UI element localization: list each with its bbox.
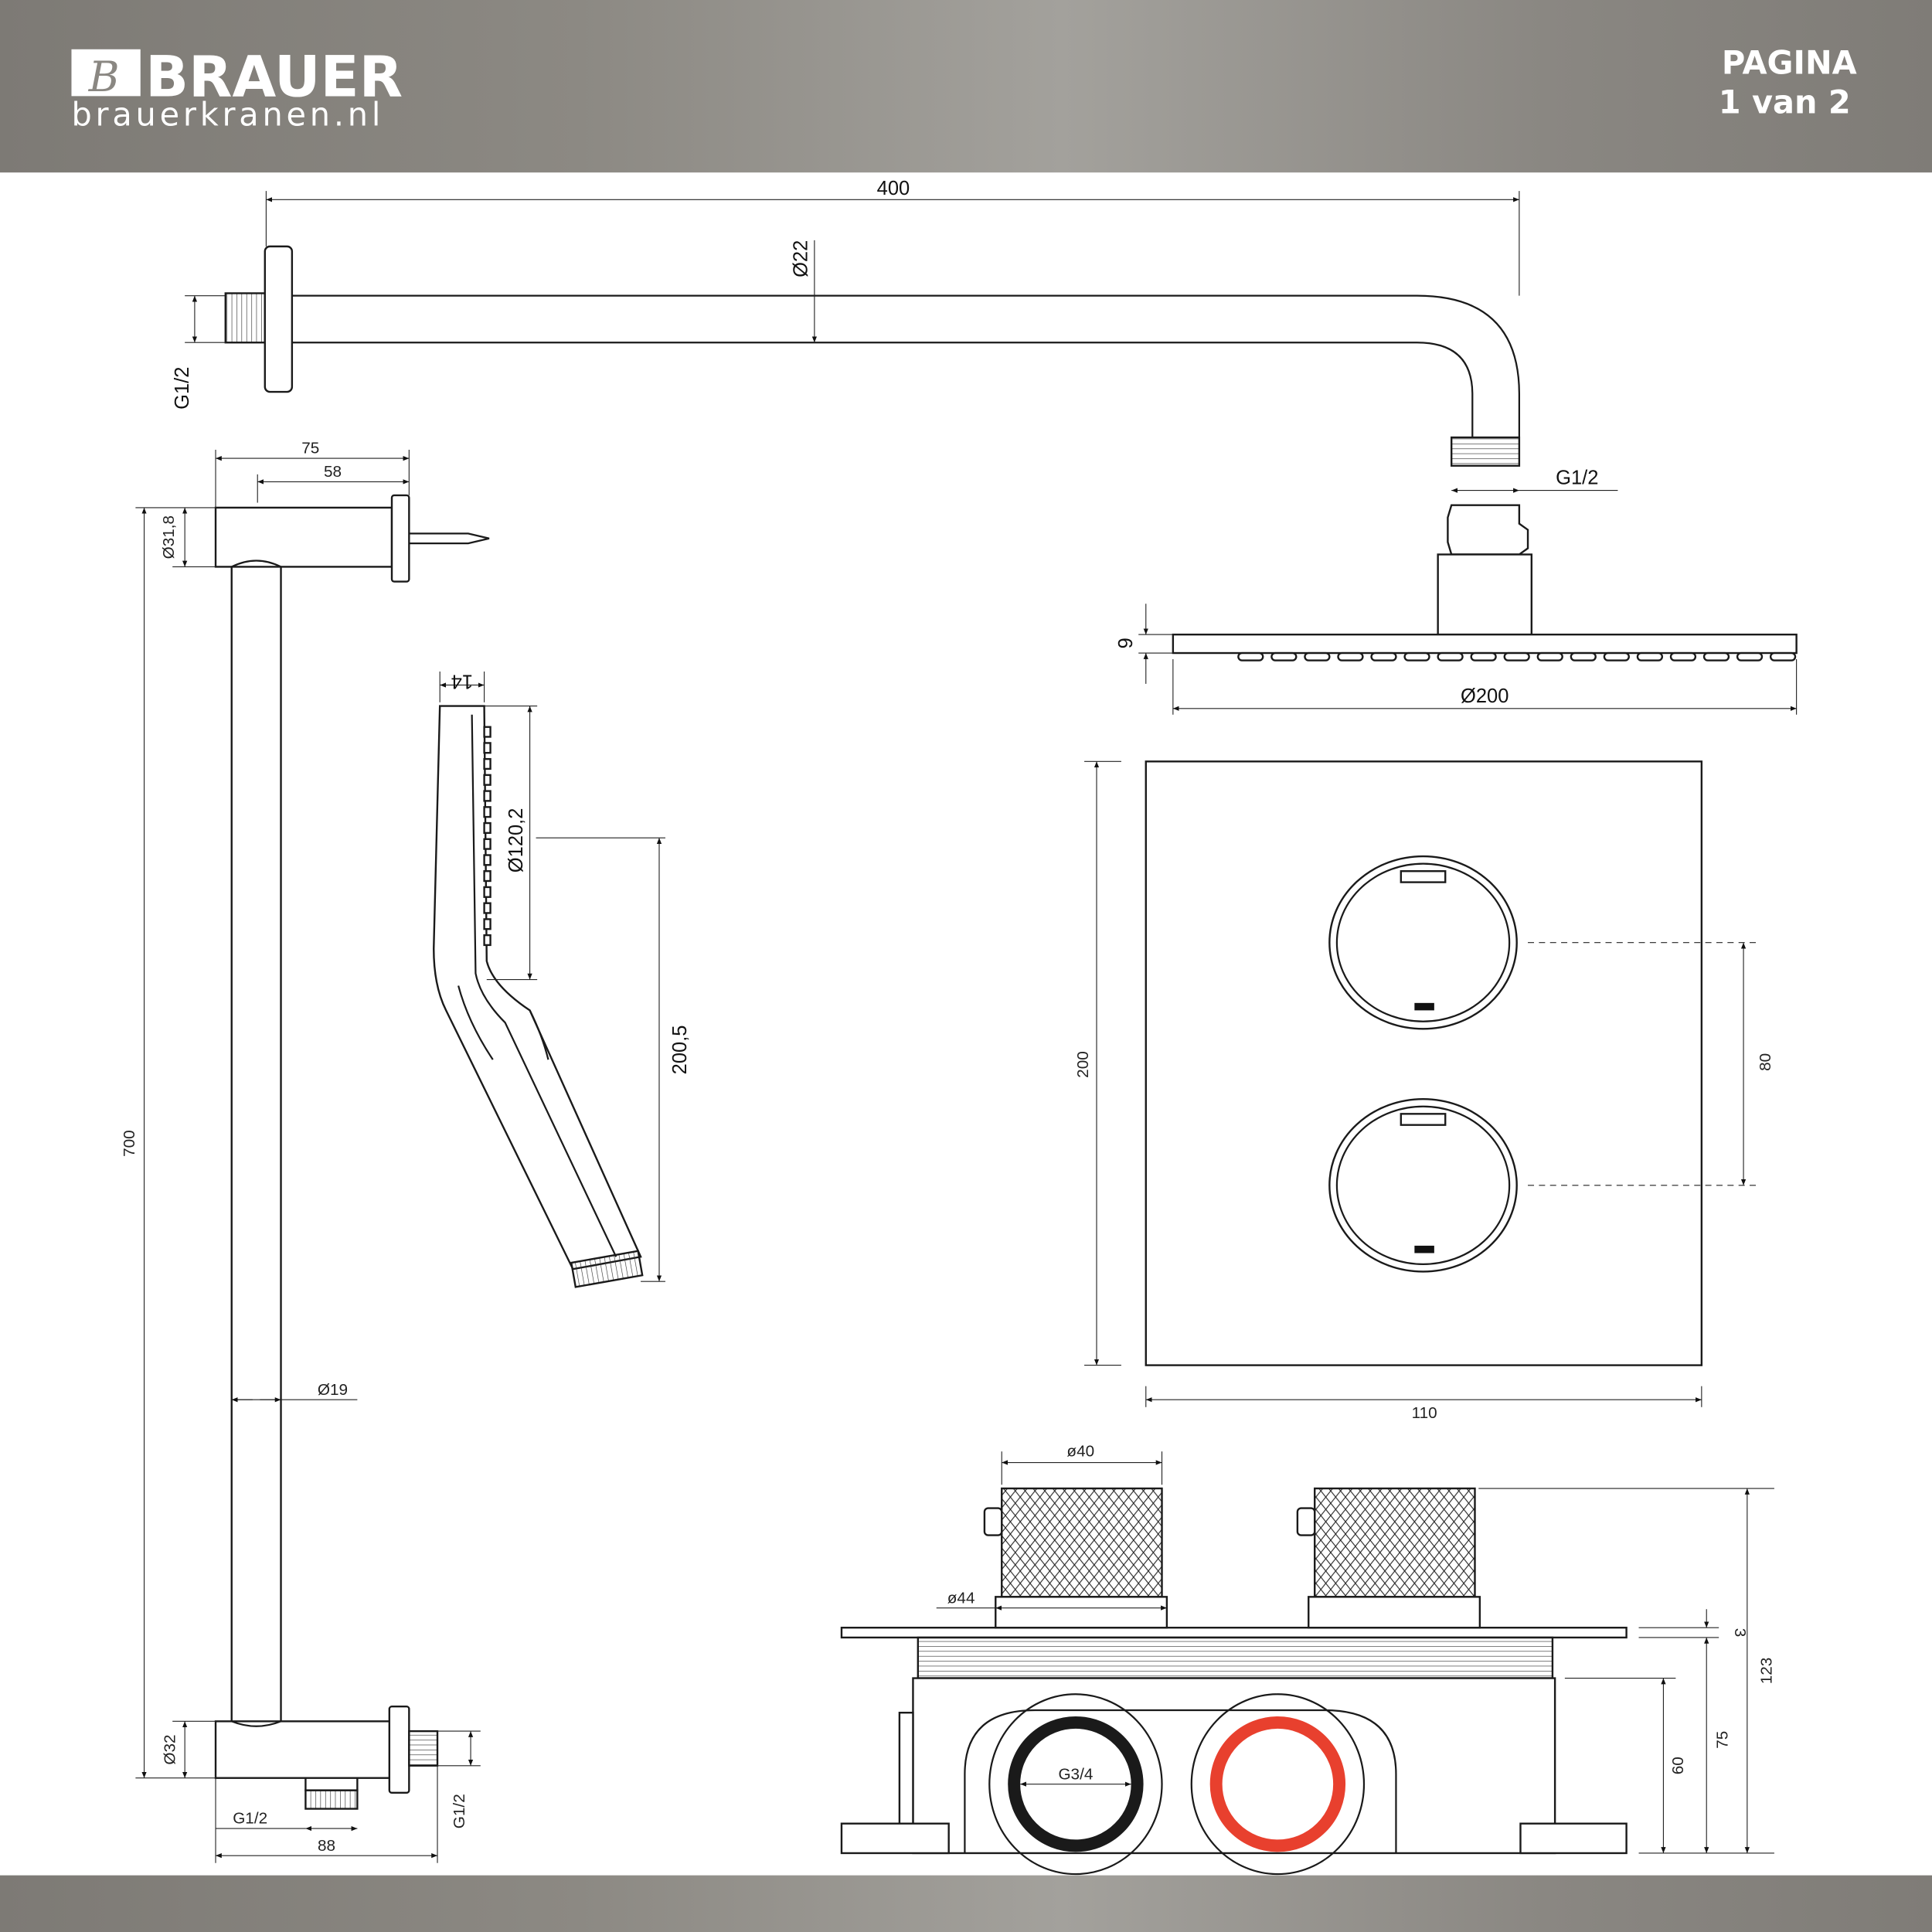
dim-bracket-inner: 58 xyxy=(324,463,342,481)
dim-rosette-diameter: ø44 xyxy=(947,1589,975,1607)
footer-banner xyxy=(0,1875,1932,1932)
dim-plate-thickness: 3 xyxy=(1731,1628,1749,1638)
brand-website: brauerkranen.nl xyxy=(71,97,384,134)
dim-valve-height: 200 xyxy=(1074,1051,1092,1078)
valve-side-view: G3/4 ø40 ø44 60 75 123 3 xyxy=(840,1443,1776,1876)
slide-bar: 75 58 Ø31,8 700 Ø19 Ø32 G1/2 88 G1/2 xyxy=(121,440,490,1863)
dim-valve-width: 110 xyxy=(1412,1404,1437,1422)
dim-hand-thickness: 14 xyxy=(451,671,473,692)
rain-shower-head: 9 Ø200 xyxy=(1115,504,1798,715)
nozzle xyxy=(1769,651,1797,662)
dim-bottom-diameter: Ø32 xyxy=(161,1734,179,1764)
dim-knob-diameter: ø40 xyxy=(1066,1443,1094,1461)
hand-nozzle xyxy=(483,902,492,914)
dim-depth-60: 60 xyxy=(1669,1757,1687,1774)
dim-rod-diameter: Ø19 xyxy=(318,1381,348,1399)
nozzle xyxy=(1237,651,1264,662)
hand-shower: 14 Ø120,2 200,5 xyxy=(433,671,691,1288)
dim-outlet-thread-side: G1/2 xyxy=(451,1794,468,1828)
dim-bracket-depth: 75 xyxy=(301,440,319,457)
hand-nozzle xyxy=(483,821,492,835)
dim-head-diameter: Ø200 xyxy=(1461,685,1509,707)
nozzle xyxy=(1304,651,1331,662)
nozzle xyxy=(1536,651,1563,662)
hand-nozzle xyxy=(483,886,492,898)
dim-arm-wall-thread: G1/2 xyxy=(172,367,193,410)
nozzle xyxy=(1603,651,1630,662)
knob-bottom xyxy=(1328,1097,1518,1273)
nozzle xyxy=(1570,651,1597,662)
brand-logo-mark xyxy=(71,49,141,97)
page-number: 1 van 2 xyxy=(1719,84,1851,121)
hand-nozzle xyxy=(483,934,492,947)
nozzle xyxy=(1270,651,1298,662)
nozzle xyxy=(1503,651,1530,662)
nozzle xyxy=(1370,651,1397,662)
dim-total-depth: 123 xyxy=(1758,1658,1776,1685)
hand-nozzle xyxy=(483,918,492,930)
dim-inlet-thread: G3/4 xyxy=(1058,1765,1093,1783)
hot-inlet-ring xyxy=(1209,1716,1346,1852)
dim-arm-length: 400 xyxy=(877,178,910,199)
nozzle xyxy=(1470,651,1497,662)
hand-nozzle xyxy=(483,790,492,802)
hand-nozzle xyxy=(483,838,492,850)
nozzle xyxy=(1403,651,1430,662)
nozzle xyxy=(1437,651,1464,662)
hand-nozzle xyxy=(483,774,492,786)
nozzle xyxy=(1736,651,1764,662)
header-banner xyxy=(0,0,1932,173)
dim-top-diameter: Ø31,8 xyxy=(160,515,178,559)
dim-hand-length: 200,5 xyxy=(669,1026,691,1075)
knob-top xyxy=(1328,855,1518,1030)
dim-outlet-thread-bottom: G1/2 xyxy=(233,1810,267,1828)
dim-bottom-width: 88 xyxy=(318,1837,335,1855)
shower-arm: 400 Ø22 G1/2 G1/2 xyxy=(172,178,1618,493)
nozzle xyxy=(1636,651,1664,662)
dim-bar-length: 700 xyxy=(121,1130,138,1157)
dim-knob-spacing: 80 xyxy=(1757,1053,1774,1071)
dim-depth-75: 75 xyxy=(1713,1731,1731,1749)
svg-text:B: B xyxy=(88,53,120,101)
dim-hand-head-diameter: Ø120,2 xyxy=(505,808,527,873)
dim-head-height: 9 xyxy=(1115,638,1137,648)
nozzle xyxy=(1669,651,1697,662)
hand-nozzle xyxy=(483,726,492,738)
dim-arm-outlet-thread: G1/2 xyxy=(1556,468,1598,489)
nozzle xyxy=(1702,651,1730,662)
hand-nozzle xyxy=(483,806,492,818)
brand-name: BRAUER xyxy=(145,44,403,110)
hand-nozzle xyxy=(483,742,492,754)
dim-arm-diameter: Ø22 xyxy=(790,240,811,277)
cold-inlet-ring xyxy=(1008,1716,1144,1852)
hand-nozzle xyxy=(483,870,492,883)
hand-nozzle xyxy=(483,854,492,866)
nozzle xyxy=(1337,651,1364,662)
hand-nozzle xyxy=(483,757,492,770)
brand-logo: B BRAUER brauerkranen.nl xyxy=(71,44,403,134)
page-label: PAGINA xyxy=(1722,45,1857,82)
valve-front-view: 80 200 110 xyxy=(1074,760,1774,1422)
